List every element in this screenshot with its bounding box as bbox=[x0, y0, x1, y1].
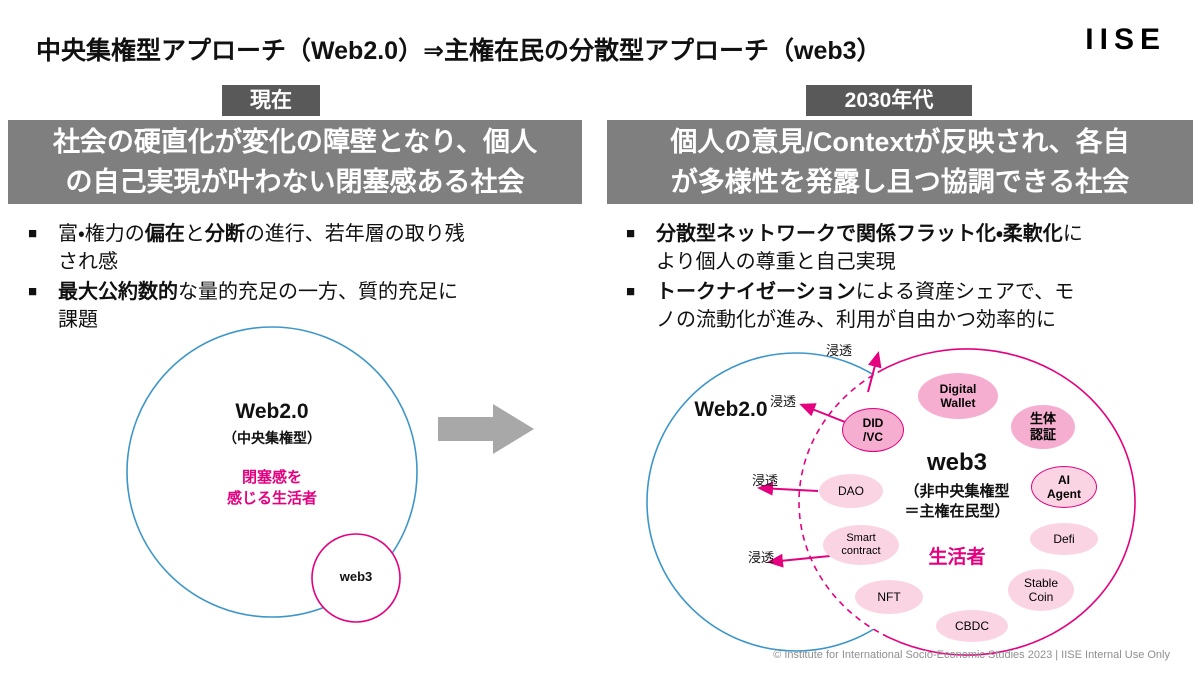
left-diagram bbox=[126, 326, 418, 623]
bubble-label: DAO bbox=[837, 484, 864, 498]
text-segment: により個人の尊重と自己実現 bbox=[656, 223, 1083, 273]
bullet-item: ■ 分散型ネットワークで関係フラット化・柔軟化により個人の尊重と自己実現 bbox=[626, 220, 1094, 276]
web3-circle-solid-arc bbox=[882, 348, 1136, 656]
bullet-list-left: ■ 富・権力の偏在と分断の進行、若年層の取り残され感 ■ 最大公約数的な量的充足… bbox=[28, 220, 474, 336]
web3-subtitle: （非中央集権型 ＝主権在民型） bbox=[878, 482, 1036, 522]
bubble-label: Digital bbox=[939, 382, 977, 396]
permeation-arrow bbox=[799, 403, 851, 425]
bubble-label: /VC bbox=[862, 430, 883, 444]
permeation-arrow bbox=[867, 351, 882, 393]
bubble-label: Smart bbox=[846, 532, 876, 544]
banner-future: 個人の意見/Contextが反映され、各自 が多様性を発露し且つ協調できる社会 bbox=[607, 120, 1193, 204]
bubble-label: Wallet bbox=[940, 396, 976, 410]
permeation-label: 浸透 bbox=[769, 394, 796, 409]
bullet-marker: ■ bbox=[28, 225, 38, 242]
bubble-label: 生体 bbox=[1029, 411, 1056, 426]
bubble-stable-coin: Stable Coin bbox=[1008, 569, 1074, 611]
text-segment-bold: 偏在 bbox=[144, 223, 185, 245]
bubble-label: Stable bbox=[1023, 576, 1059, 590]
permeation-label: 浸透 bbox=[825, 343, 852, 358]
bubble-label: contract bbox=[841, 545, 881, 557]
bubble-label: AI bbox=[1058, 473, 1070, 487]
bubble-dao: DAO bbox=[819, 474, 883, 508]
bubble-defi: Defi bbox=[1030, 523, 1098, 555]
text-segment-bold: 分断 bbox=[204, 223, 245, 245]
feeling-text: 閉塞感を 感じる生活者 bbox=[192, 467, 352, 509]
bubble-label: Defi bbox=[1053, 532, 1075, 546]
permeation-arrow bbox=[767, 553, 831, 568]
web3-title: web3 bbox=[926, 449, 988, 476]
badge-2030s: 2030年代 bbox=[806, 85, 972, 116]
web2-sublabel: （中央集権型） bbox=[223, 430, 321, 446]
bullet-text: 分散型ネットワークで関係フラット化・柔軟化により個人の尊重と自己実現 bbox=[656, 220, 1094, 276]
banner-line: 個人の意見/Contextが反映され、各自 bbox=[670, 127, 1130, 157]
bubble-label: CBDC bbox=[954, 619, 989, 633]
web2-label: Web2.0 bbox=[694, 398, 768, 421]
bubble-label: NFT bbox=[877, 590, 901, 604]
banner-line: 社会の硬直化が変化の障壁となり、個人 bbox=[52, 127, 538, 157]
bullet-text: 最大公約数的な量的充足の一方、質的充足に課題 bbox=[58, 278, 474, 334]
feeling-line: 感じる生活者 bbox=[226, 490, 317, 507]
bubble-did-vc: DID /VC bbox=[842, 408, 904, 452]
bullet-text: トークナイゼーションによる資産シェアで、モノの流動化が進み、利用が自由かつ効率的… bbox=[656, 278, 1094, 334]
web3-subtitle-line: （非中央集権型 bbox=[904, 483, 1010, 500]
banner-line: の自己実現が叶わない閉塞感ある社会 bbox=[65, 167, 525, 197]
bullet-item: ■ 富・権力の偏在と分断の進行、若年層の取り残され感 bbox=[28, 220, 474, 276]
web3-circle-dashed-arc bbox=[798, 368, 884, 636]
bubble-digital-wallet: Digital Wallet bbox=[918, 373, 998, 419]
permeation-arrow bbox=[757, 481, 819, 496]
bubble-label: Coin bbox=[1028, 590, 1054, 604]
web3-small-circle bbox=[311, 533, 401, 623]
people-label: 生活者 bbox=[928, 547, 986, 568]
transition-arrow bbox=[438, 404, 534, 454]
feeling-line: 閉塞感を bbox=[241, 469, 302, 486]
bullet-list-right: ■ 分散型ネットワークで関係フラット化・柔軟化により個人の尊重と自己実現 ■ ト… bbox=[626, 220, 1094, 336]
text-segment-bold: トークナイゼーション bbox=[656, 281, 856, 303]
web2-circle bbox=[126, 326, 418, 618]
copyright-footer: © Institute for International Socio-Econ… bbox=[773, 649, 1170, 661]
bubble-cbdc: CBDC bbox=[936, 610, 1008, 642]
web2-label: Web2.0 bbox=[235, 400, 309, 423]
bubble-biometric-auth: 生体 認証 bbox=[1011, 405, 1075, 449]
bubble-label: Agent bbox=[1047, 487, 1081, 501]
bubble-nft: NFT bbox=[855, 580, 923, 614]
bubble-label: 認証 bbox=[1029, 427, 1056, 442]
text-segment: と bbox=[184, 223, 205, 245]
iise-logo: IISE bbox=[1085, 23, 1166, 56]
bubble-label: DID bbox=[862, 416, 884, 430]
permeation-label: 浸透 bbox=[747, 550, 774, 565]
page-title: 中央集権型アプローチ（Web2.0）⇒主権在民の分散型アプローチ（web3） bbox=[36, 37, 882, 65]
text-segment-bold: 最大公約数的 bbox=[58, 281, 178, 303]
web3-small-label: web3 bbox=[339, 569, 373, 584]
bubble-smart-contract: Smart contract bbox=[823, 525, 899, 565]
text-segment: の進行、若年層の取り残され感 bbox=[58, 223, 465, 273]
text-segment: な量的充足の一方、質的充足に課題 bbox=[58, 281, 458, 331]
bullet-marker: ■ bbox=[28, 283, 38, 300]
web3-subtitle-line: ＝主権在民型） bbox=[904, 503, 1010, 520]
bullet-item: ■ トークナイゼーションによる資産シェアで、モノの流動化が進み、利用が自由かつ効… bbox=[626, 278, 1094, 334]
text-segment-bold: 分散型ネットワークで関係フラット化・柔軟化 bbox=[656, 223, 1063, 245]
banner-line: が多様性を発露し且つ協調できる社会 bbox=[670, 167, 1130, 197]
bullet-marker: ■ bbox=[626, 225, 636, 242]
arrow-shape bbox=[438, 404, 534, 454]
bullet-item: ■ 最大公約数的な量的充足の一方、質的充足に課題 bbox=[28, 278, 474, 334]
banner-present: 社会の硬直化が変化の障壁となり、個人 の自己実現が叶わない閉塞感ある社会 bbox=[8, 120, 582, 204]
bullet-marker: ■ bbox=[626, 283, 636, 300]
text-segment: 富・権力の bbox=[58, 223, 145, 245]
permeation-label: 浸透 bbox=[751, 473, 778, 488]
badge-present: 現在 bbox=[222, 85, 320, 116]
bullet-text: 富・権力の偏在と分断の進行、若年層の取り残され感 bbox=[58, 220, 474, 276]
text-segment: による資産シェアで、モノの流動化が進み、利用が自由かつ効率的に bbox=[656, 281, 1075, 331]
bubble-ai-agent: AI Agent bbox=[1031, 466, 1097, 508]
